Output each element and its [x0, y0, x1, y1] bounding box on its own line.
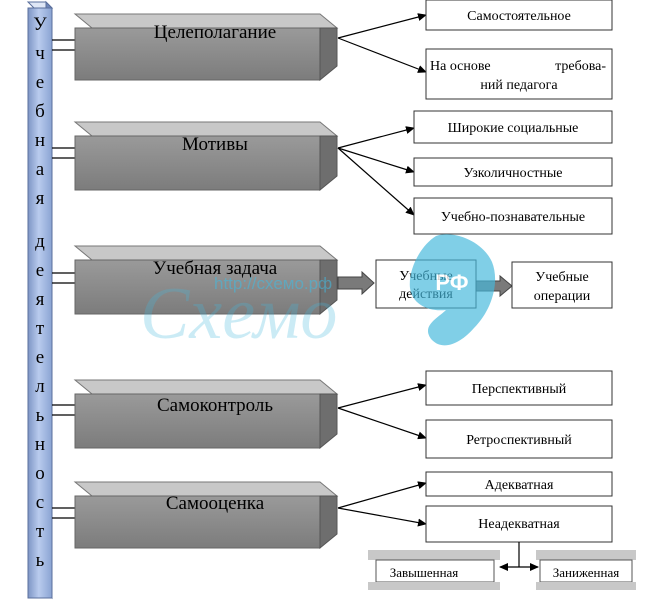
watermark: РФ http://схемо.рф Схемо — [140, 234, 496, 355]
watermark-logo: Схемо — [140, 273, 337, 355]
vertical-title-letter: о — [35, 463, 45, 484]
component-box-motives: Мотивы — [73, 121, 339, 192]
leaf-label-operations-line2: операции — [534, 289, 591, 304]
vertical-title-letter: с — [36, 492, 44, 513]
vertical-title-letter: е — [36, 72, 44, 93]
component-label-goal-setting: Целеполагание — [154, 22, 276, 43]
vertical-title-letter: е — [36, 347, 44, 368]
vertical-title-letter: У — [33, 14, 47, 35]
leaf-label-adequate: Адекватная — [485, 478, 554, 493]
leaf-teacher-requirements: На основе требова- ний педагога — [425, 48, 613, 100]
vertical-title-letter: ь — [36, 405, 45, 426]
component-label-motives: Мотивы — [182, 134, 248, 155]
vertical-title-letter: н — [35, 434, 45, 455]
vertical-title-letter: ч — [35, 43, 45, 64]
vertical-title-letter: ь — [36, 550, 45, 571]
leaf-inadequate: Неадекватная — [425, 505, 613, 543]
component-label-self-assessment: Самооценка — [166, 493, 265, 514]
leaf-overstated: Завышенная — [368, 550, 500, 590]
leaf-label-teacher-req-line1a: На основе — [430, 59, 491, 74]
component-box-learning-task: Учебная задача — [73, 245, 339, 316]
leaf-retrospective: Ретроспективный — [425, 419, 613, 459]
leaf-independent: Самостоятельное — [425, 0, 613, 31]
leaf-adequate: Адекватная — [425, 471, 613, 497]
component-box-goal-setting: Целеполагание — [73, 13, 339, 82]
leaf-learning-operations: Учебные операции — [511, 261, 613, 309]
vertical-title-letter: а — [36, 159, 45, 180]
leaf-label-educational-cognitive: Учебно-познавательные — [441, 210, 585, 225]
branch-arrows — [337, 13, 427, 527]
leaf-label-teacher-req-line1b: требова- — [555, 59, 606, 74]
vertical-title-letter: е — [36, 260, 44, 281]
leaf-narrow-personal: Узколичностные — [413, 157, 613, 187]
leaf-understated: Заниженная — [536, 550, 636, 590]
leaf-label-teacher-req-line2: ний педагога — [480, 78, 558, 93]
leaf-label-overstated: Завышенная — [390, 565, 459, 580]
leaf-educational-cognitive: Учебно-познавательные — [413, 197, 613, 235]
vertical-title-letter: т — [36, 521, 45, 542]
inadequate-split-connector — [499, 542, 539, 571]
component-label-learning-task: Учебная задача — [153, 258, 278, 279]
component-box-self-control: Самоконтроль — [73, 379, 339, 450]
vertical-title-letter: б — [35, 101, 45, 122]
leaf-broad-social: Широкие социальные — [413, 110, 613, 144]
vertical-title-letter: я — [36, 188, 45, 209]
leaf-label-inadequate: Неадекватная — [478, 517, 560, 532]
vertical-title-letter: н — [35, 130, 45, 151]
leaf-label-retrospective: Ретроспективный — [466, 433, 572, 448]
vertical-title-letter: я — [36, 289, 45, 310]
leaf-label-understated: Заниженная — [553, 565, 619, 580]
component-label-self-control: Самоконтроль — [157, 395, 273, 416]
component-box-self-assessment: Самооценка — [73, 481, 339, 550]
vertical-title-letter: д — [35, 231, 45, 252]
leaf-prospective: Перспективный — [425, 370, 613, 406]
leaf-label-prospective: Перспективный — [472, 382, 567, 397]
watermark-url: http://схемо.рф — [214, 274, 332, 293]
leaf-label-operations-line1: Учебные — [535, 270, 588, 285]
leaf-label-narrow-personal: Узколичностные — [464, 166, 563, 181]
vertical-title-letter: л — [35, 376, 45, 397]
watermark-badge: РФ — [435, 270, 468, 295]
leaf-label-independent: Самостоятельное — [467, 9, 571, 24]
leaf-label-broad-social: Широкие социальные — [448, 121, 579, 136]
vertical-title-letter: т — [36, 318, 45, 339]
